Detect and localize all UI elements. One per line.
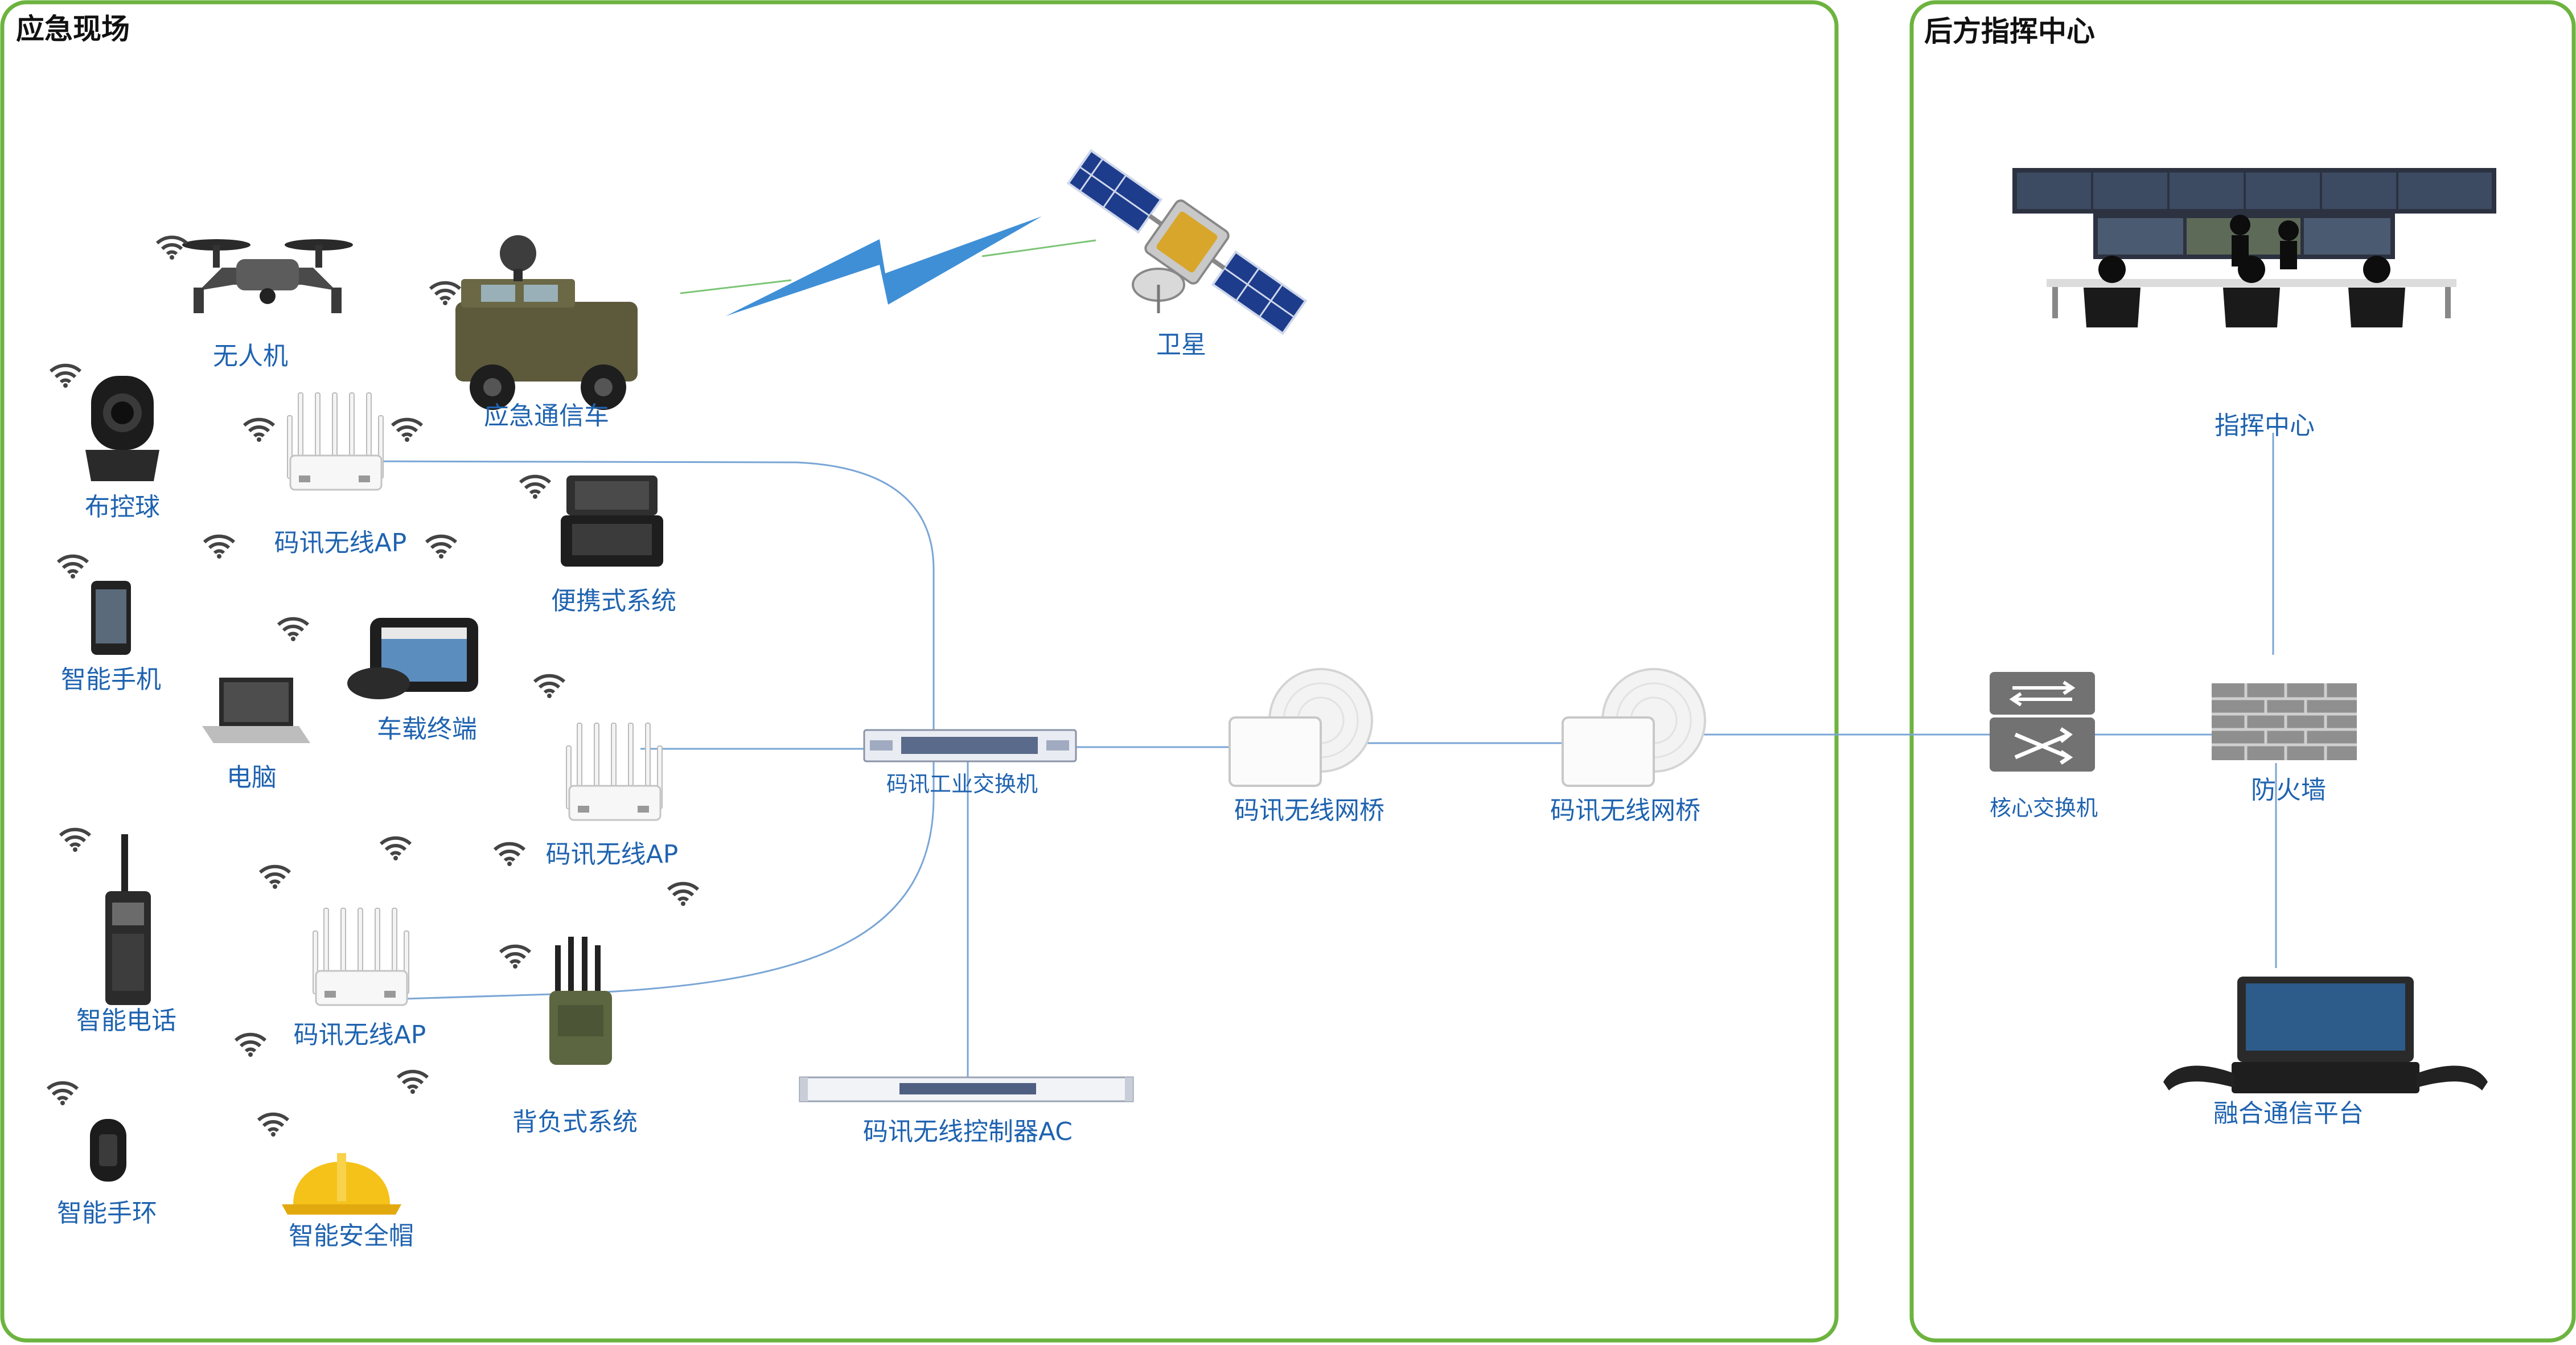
fusion-platform-icon [2163, 977, 2488, 1093]
wireless-bridge-2-icon [1562, 668, 1706, 787]
label-ap-1: 码讯无线AP [274, 528, 407, 557]
label-helmet: 智能安全帽 [289, 1221, 414, 1250]
label-backpack-system: 背负式系统 [512, 1108, 638, 1137]
core-switch-icon [1990, 672, 2095, 772]
label-wristband: 智能手环 [57, 1199, 157, 1228]
backpack-system-icon [549, 937, 612, 1065]
wristband-icon [90, 1119, 126, 1182]
link-ap1-switch [352, 460, 935, 740]
label-industrial-switch: 码讯工业交换机 [886, 772, 1038, 797]
radio-icon [105, 834, 151, 1005]
portable-system-icon [561, 475, 663, 567]
drone-icon [182, 239, 353, 313]
label-firewall: 防火墙 [2251, 776, 2326, 805]
label-core-switch: 核心交换机 [1990, 795, 2098, 821]
label-radio: 智能电话 [76, 1006, 176, 1035]
label-portable-system: 便携式系统 [551, 587, 676, 616]
wireless-bridge-1-icon [1229, 668, 1373, 787]
label-command-center: 指挥中心 [2215, 411, 2315, 440]
field-zone-frame [0, 0, 1839, 1343]
label-satellite: 卫星 [1156, 330, 1206, 359]
label-ap-3: 码讯无线AP [294, 1020, 426, 1049]
wireless-ap-1-icon [286, 392, 384, 491]
label-ap-2: 码讯无线AP [546, 840, 679, 869]
label-bridge-1: 码讯无线网桥 [1234, 796, 1384, 825]
vehicle-terminal-icon [347, 618, 478, 699]
label-dome-camera: 布控球 [85, 493, 160, 522]
industrial-switch-icon [863, 729, 1077, 762]
firewall-icon [2212, 683, 2357, 760]
field-zone-title: 应急现场 [16, 13, 130, 46]
link-ap3-switch [387, 757, 935, 1000]
links [352, 433, 2277, 1077]
label-vehicle: 应急通信车 [484, 401, 609, 430]
label-fusion-platform: 融合通信平台 [2213, 1099, 2364, 1128]
vehicle-icon [455, 235, 638, 410]
command-center-icon [2012, 168, 2496, 327]
label-laptop: 电脑 [227, 763, 277, 792]
label-vehicle-terminal: 车载终端 [377, 715, 477, 744]
command-zone-frame [1909, 0, 2576, 1343]
command-zone-title: 后方指挥中心 [1924, 15, 2095, 48]
satellite-link [680, 216, 1096, 316]
laptop-icon [202, 678, 310, 743]
satellite-icon [1066, 149, 1308, 335]
ac-controller-icon [799, 1076, 1134, 1102]
label-smartphone: 智能手机 [61, 665, 161, 694]
helmet-icon [282, 1153, 401, 1215]
lightning-icon [726, 216, 1042, 316]
wireless-ap-2-icon [565, 722, 663, 821]
label-drone: 无人机 [213, 342, 288, 371]
label-bridge-2: 码讯无线网桥 [1550, 796, 1700, 825]
smartphone-icon [91, 581, 131, 655]
label-ac-controller: 码讯无线控制器AC [863, 1117, 1073, 1146]
dome-camera-icon [85, 376, 159, 481]
wireless-ap-3-icon [312, 907, 410, 1006]
